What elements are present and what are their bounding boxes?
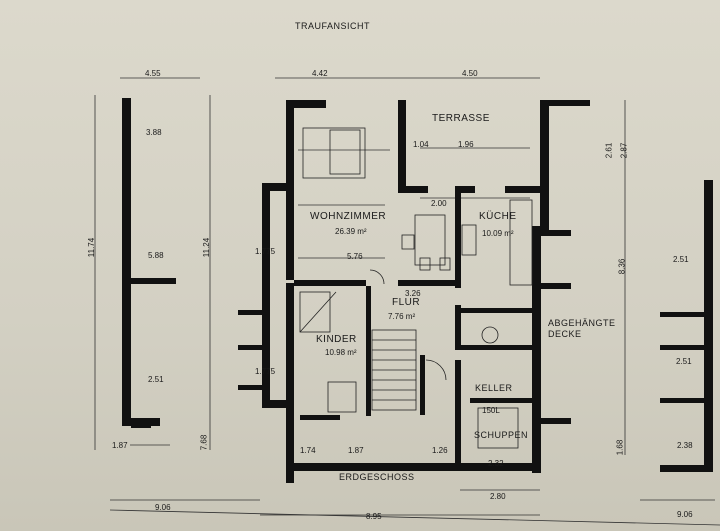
dim-top-442: 4.42 [312,69,328,78]
room-schuppen: SCHUPPEN [474,430,529,440]
dim-261: 2.61 [604,142,614,159]
dim-251-left: 2.51 [148,375,164,384]
dim-326: 3.26 [405,289,421,298]
dim-232: 2.32 [488,459,504,468]
dim-588: 5.88 [148,251,164,260]
decke-label: DECKE [548,329,582,339]
dim-388: 3.88 [146,128,162,137]
dim-836: 8.36 [617,258,627,275]
dim-168-right: 1.68 [615,439,625,456]
dim-287: 2.87 [619,142,629,159]
kueche-area: 10.09 m² [482,229,514,238]
wohnzimmer-area: 26.39 m² [335,227,367,236]
dim-251-right-b: 2.51 [676,357,692,366]
traufansicht-title: TRAUFANSICHT [295,21,371,31]
room-terrasse: TERRASSE [432,113,490,124]
dim-1124: 11.24 [202,237,212,258]
dim-251-right-a: 2.51 [673,255,689,264]
dim-126: 1.26 [432,446,448,455]
dim-238: 2.38 [677,441,693,450]
dim-906-right: 9.06 [677,510,693,519]
dim-1174: 11.74 [87,237,97,258]
dim-196: 1.96 [458,140,474,149]
dim-200: 2.00 [431,199,447,208]
dim-906-left: 9.06 [155,503,171,512]
room-kinder: KINDER [316,334,357,345]
dim-1775-a: 1.775 [255,247,276,256]
abgehaengte-label: ABGEHÄNGTE [548,318,616,328]
dim-top-455: 4.55 [145,69,161,78]
erdgeschoss-label: ERDGESCHOSS [339,472,415,482]
room-flur: FLUR [392,297,421,308]
dim-187-mid: 1.87 [348,446,364,455]
dim-895: 8.95 [366,512,382,521]
dim-768: 7.68 [199,434,209,451]
flur-area: 7.76 m² [388,312,416,321]
dim-104: 1.04 [413,140,429,149]
dim-top-450: 4.50 [462,69,478,78]
room-wohnzimmer: WOHNZIMMER [310,211,387,222]
dim-187-left: 1.87 [112,441,128,450]
dim-150l: 150L [482,406,500,415]
dim-174: 1.74 [300,446,316,455]
room-keller: KELLER [475,383,513,393]
dim-1775-b: 1.775 [255,367,276,376]
room-kueche: KÜCHE [479,211,517,222]
dim-280: 2.80 [490,492,506,501]
dim-576: 5.76 [347,252,363,261]
kinder-area: 10.98 m² [325,348,357,357]
